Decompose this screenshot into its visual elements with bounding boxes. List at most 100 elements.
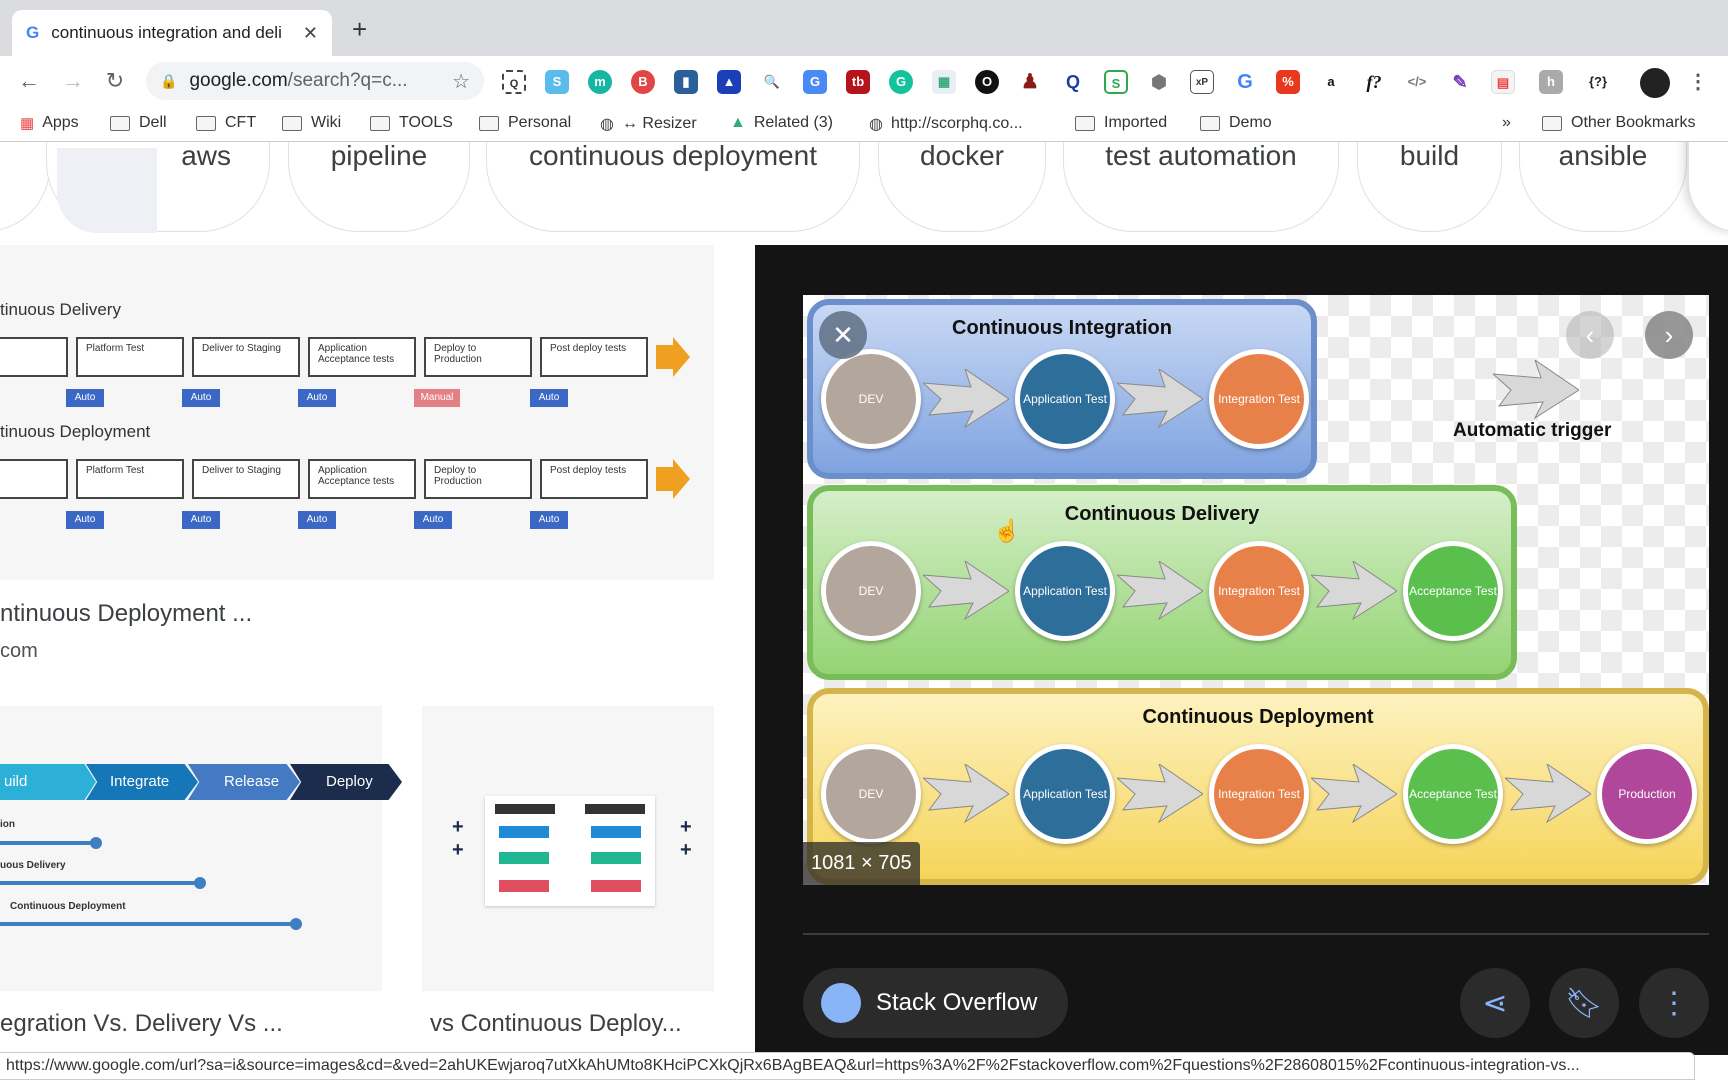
grammarly-ext-icon[interactable]: G (889, 70, 913, 94)
more-options-button[interactable]: ⋮ (1639, 968, 1709, 1038)
calendar-ext-icon[interactable]: ▤ (1491, 70, 1515, 94)
s-ext-icon[interactable]: S (545, 70, 569, 94)
share-icon: ⋖ (1482, 986, 1508, 1020)
result-caption-3[interactable]: vs Continuous Deploy... (430, 1010, 682, 1037)
profile-avatar[interactable] (1640, 68, 1670, 98)
regex-ext-icon[interactable]: {?} (1582, 70, 1614, 94)
close-tab-icon[interactable]: ✕ (302, 22, 318, 43)
related-icon: ▲ (730, 114, 746, 131)
h-ext-icon[interactable]: h (1539, 70, 1563, 94)
f-ext-icon[interactable]: f? (1362, 70, 1386, 94)
folder-icon (1200, 115, 1220, 131)
cube-ext-icon[interactable]: ⬢ (1147, 70, 1171, 94)
pipeline-badge: Auto (182, 511, 220, 529)
node-application-test: Application Test (1015, 541, 1115, 641)
browser-tab[interactable]: G continuous integration and deli ✕ (12, 10, 332, 56)
s-bracket-ext-icon[interactable]: S (1104, 70, 1128, 94)
chess-ext-icon[interactable]: ♟ (1018, 70, 1042, 94)
bookmark-apps[interactable]: ▦Apps (20, 114, 79, 132)
xpath-ext-icon[interactable]: xP (1190, 70, 1214, 94)
chip-thumbnail (57, 148, 157, 233)
chip-docker[interactable]: docker (878, 142, 1046, 232)
bookmark-resizer[interactable]: ◍↔ Resizer (600, 115, 697, 133)
bookmark-personal[interactable]: Personal (479, 114, 571, 132)
pipeline-step: Test (0, 337, 68, 377)
google-ext-icon[interactable]: G (1233, 70, 1257, 94)
back-button[interactable]: ← (18, 68, 40, 93)
stage-title: Continuous Deployment (1142, 706, 1374, 728)
result-caption-1[interactable]: ntinuous Deployment ... (0, 600, 253, 627)
reload-button[interactable]: ↻ (105, 68, 125, 93)
node-acceptance-test: Acceptance Test (1403, 541, 1503, 641)
chip-build[interactable]: build (1357, 142, 1502, 232)
share-button[interactable]: ⋖ (1460, 968, 1530, 1038)
folder-icon (196, 115, 216, 131)
chip-ansible[interactable]: ansible (1519, 142, 1687, 232)
result-thumbnail-2[interactable]: uild Integrate Release Deploy ion uous D… (0, 706, 402, 991)
device-ext-icon[interactable]: ▮ (674, 70, 698, 94)
forward-button[interactable]: → (62, 68, 84, 93)
bookmark-scorphq[interactable]: ◍http://scorphq.co... (869, 115, 1023, 133)
bookmark-tools[interactable]: TOOLS (370, 114, 453, 132)
tubebuddy-ext-icon[interactable]: tb (846, 70, 870, 94)
trigger-label: Automatic trigger (1453, 420, 1612, 441)
next-image-button[interactable]: › (1645, 311, 1693, 359)
bookmark-cft[interactable]: CFT (196, 114, 256, 132)
bookmark-star-icon[interactable]: ☆ (452, 70, 470, 93)
pipeline-step: Deliver to Staging (192, 459, 300, 499)
node-production: Production (1597, 744, 1697, 844)
pipeline-badge: Auto (298, 511, 336, 529)
bookmark-demo[interactable]: Demo (1200, 114, 1272, 132)
bookmarks-overflow-button[interactable]: » (1502, 114, 1511, 131)
close-preview-button[interactable]: ✕ (819, 311, 867, 359)
result-caption-2[interactable]: egration Vs. Delivery Vs ... (0, 1010, 283, 1037)
link-ext-icon[interactable]: % (1276, 70, 1300, 94)
save-button[interactable]: 🔖︎ (1549, 968, 1619, 1038)
m-ext-icon[interactable]: m (588, 70, 612, 94)
pipeline-badge: Auto (66, 389, 104, 407)
chip-test-automation[interactable]: test automation (1063, 142, 1339, 232)
tab-strip: G continuous integration and deli ✕ + (0, 0, 1728, 56)
source-link[interactable]: Stack Overflow (803, 968, 1068, 1038)
pipeline-arrow-icon (656, 459, 690, 499)
bookmark-related[interactable]: ▲Related (3) (730, 114, 833, 131)
folder-icon (110, 115, 130, 131)
chip-partial[interactable] (0, 142, 50, 232)
node-acceptance-test: Acceptance Test (1403, 744, 1503, 844)
chip-aws[interactable]: aws (46, 142, 270, 233)
eyedropper-ext-icon[interactable]: ✎ (1448, 70, 1472, 94)
flow-arrow-icon (1117, 764, 1203, 824)
b-ext-icon[interactable]: B (631, 70, 655, 94)
divider (803, 933, 1709, 935)
code-ext-icon[interactable]: </> (1405, 70, 1429, 94)
bookmark-imported[interactable]: Imported (1075, 114, 1167, 132)
chip-pipeline[interactable]: pipeline (288, 142, 470, 232)
screenshot-search-ext-icon[interactable]: Q (502, 70, 526, 94)
globe-icon: ◍ (869, 116, 883, 133)
bookmark-dell[interactable]: Dell (110, 114, 167, 132)
result-thumbnail-3[interactable]: ++ ++ (422, 706, 714, 991)
previous-image-button[interactable]: ‹ (1566, 311, 1614, 359)
related-searches-chips: aws pipeline continuous deployment docke… (0, 142, 1728, 242)
chrome-menu-icon[interactable]: ⋮ (1686, 70, 1710, 94)
sheet-ext-icon[interactable]: ▦ (932, 70, 956, 94)
search-ext-icon[interactable]: Q (1061, 70, 1085, 94)
result-thumbnail-1[interactable]: tinuous Delivery TestPlatform TestDelive… (0, 245, 714, 580)
translate-ext-icon[interactable]: G (803, 70, 827, 94)
bookmarks-bar: ▦Apps Dell CFT Wiki TOOLS Personal ◍↔ Re… (0, 106, 1728, 142)
more-vert-icon: ⋮ (1659, 986, 1689, 1020)
o-ext-icon[interactable]: O (975, 70, 999, 94)
a-ext-icon[interactable]: a (1319, 70, 1343, 94)
bookmark-other[interactable]: Other Bookmarks (1542, 114, 1695, 132)
chip-continuous-deployment[interactable]: continuous deployment (486, 142, 860, 232)
bookmark-wiki[interactable]: Wiki (282, 114, 341, 132)
chips-scroll-button[interactable] (1688, 142, 1728, 232)
magnifier-ext-icon[interactable]: 🔍 (760, 70, 784, 94)
pipeline-step: Deploy to Production (424, 337, 532, 377)
new-tab-button[interactable]: + (352, 14, 368, 44)
lighthouse-ext-icon[interactable]: ▲ (717, 70, 741, 94)
address-bar[interactable]: 🔒 google.com/search?q=c... ☆ (146, 62, 484, 100)
flow-arrow-icon (1117, 561, 1203, 621)
pipeline-badge: Auto (530, 389, 568, 407)
